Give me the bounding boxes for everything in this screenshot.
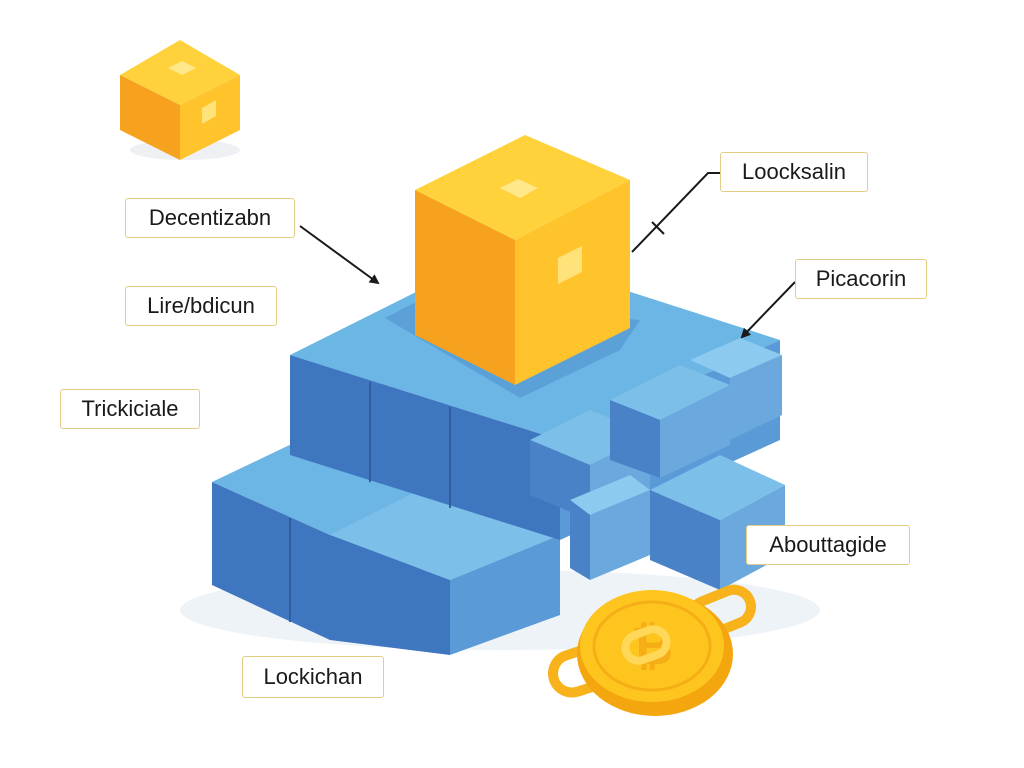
- pointer-arrow-icon: [299, 225, 380, 285]
- small-gold-cube-icon: [120, 40, 240, 160]
- label-lire: Lire/bdicun: [125, 286, 277, 326]
- gold-cube-icon: [385, 135, 640, 398]
- label-abouttagide: Abouttagide: [746, 525, 910, 565]
- pointer-arrow-icon: [631, 172, 720, 253]
- label-decentralization: Decentizabn: [125, 198, 295, 238]
- label-loocksalin: Loocksalin: [720, 152, 868, 192]
- label-lockichan: Lockichan: [242, 656, 384, 698]
- pointer-arrow-icon: [740, 281, 796, 339]
- pointer-arrows: [299, 172, 796, 339]
- label-picacorin: Picacorin: [795, 259, 927, 299]
- bitcoin-coin-icon: ₿: [548, 584, 756, 716]
- label-trickiciale: Trickiciale: [60, 389, 200, 429]
